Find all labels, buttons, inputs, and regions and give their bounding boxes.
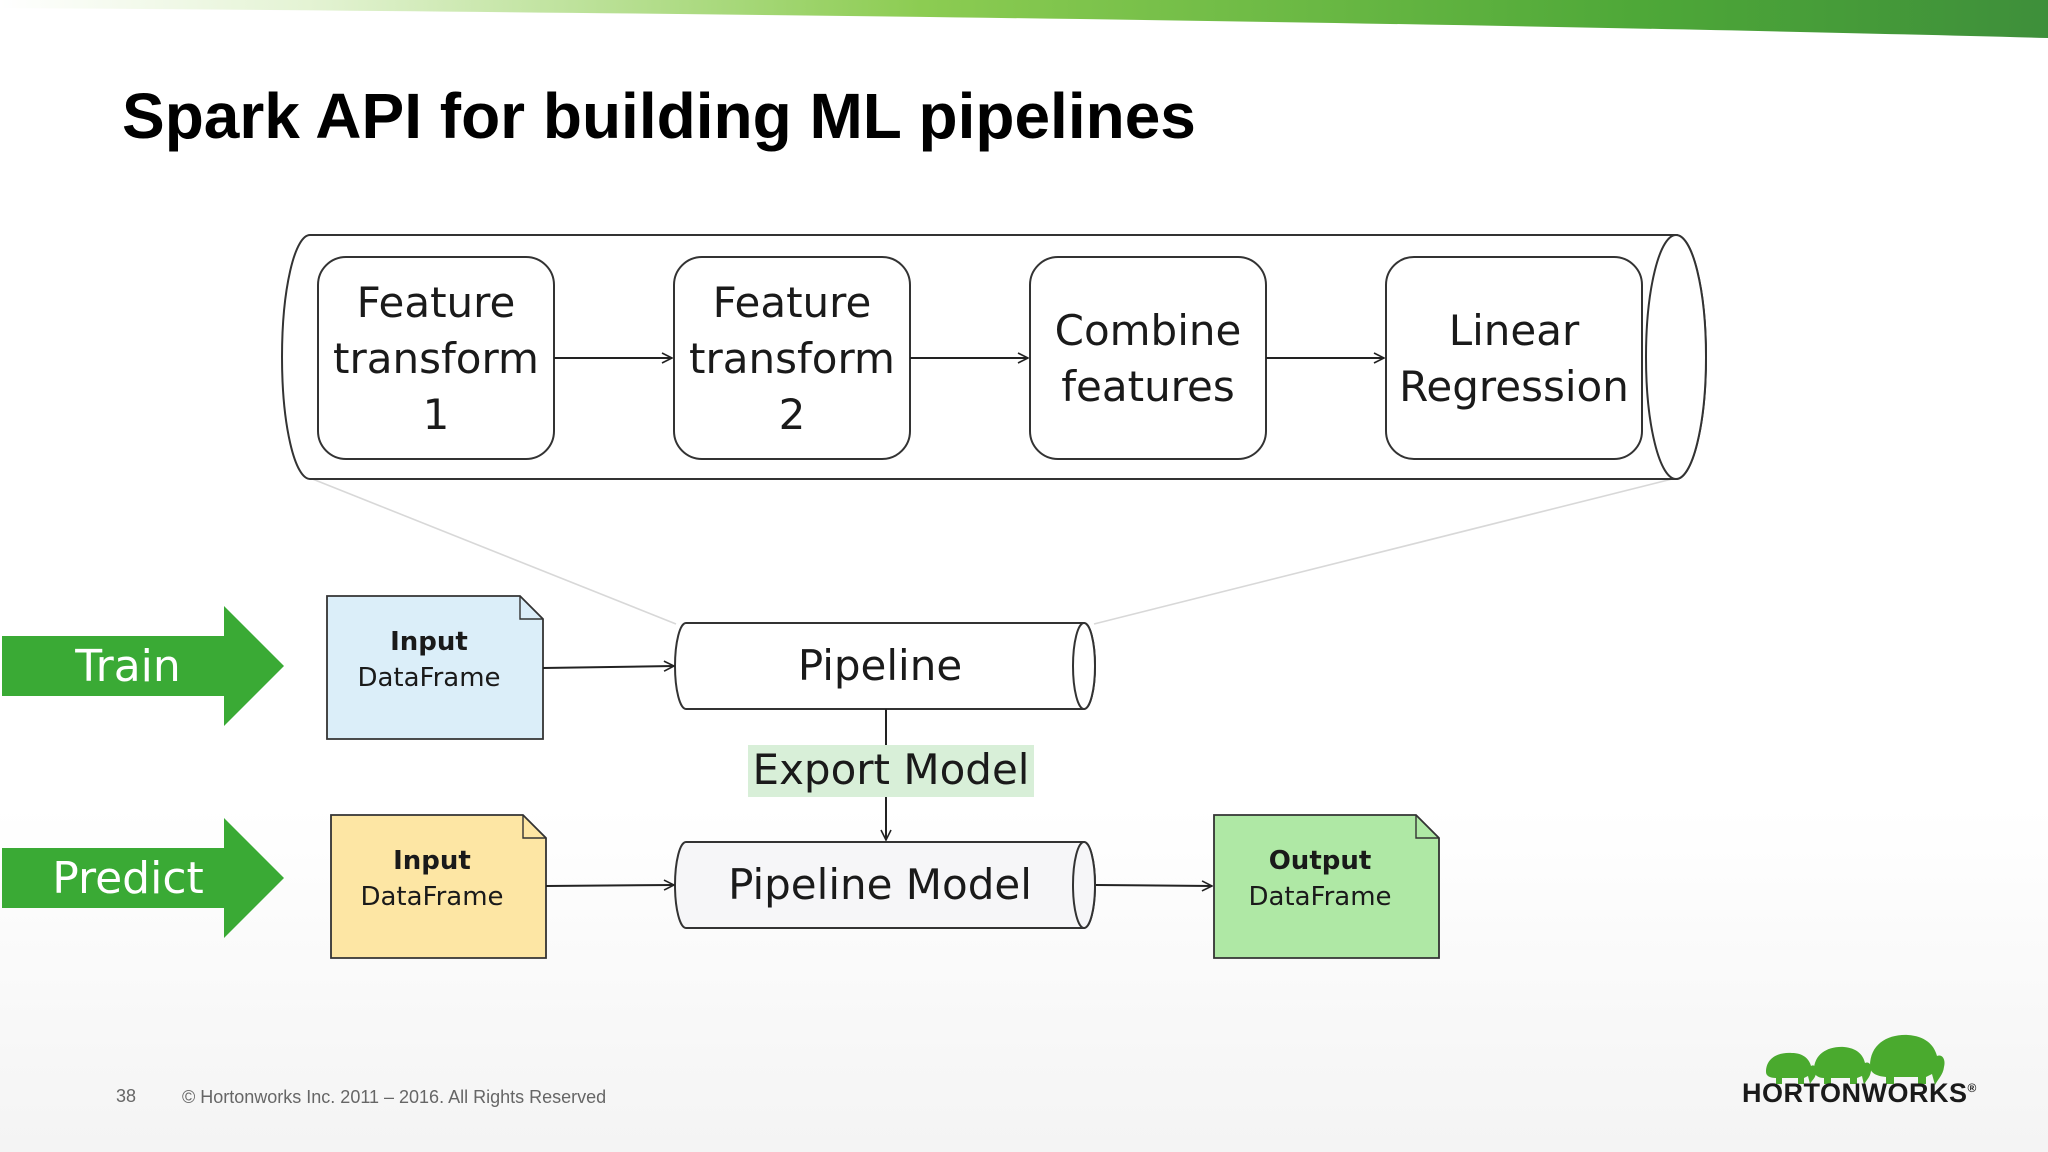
input-title: Input [393, 846, 471, 876]
stage-line: transform [689, 334, 895, 383]
output-title: Output [1269, 846, 1372, 876]
pipeline-model-label: Pipeline Model [728, 860, 1032, 909]
slide-title: Spark API for building ML pipelines [122, 80, 1196, 152]
stage-line: Linear [1449, 306, 1580, 355]
top-accent-bar [0, 0, 2048, 38]
pipeline-node: Pipeline [674, 622, 1096, 710]
pipeline-stage: Combine features [1029, 256, 1267, 460]
predict-input-arrow [545, 885, 674, 886]
pipeline-label: Pipeline [798, 641, 962, 690]
stage-line: transform [333, 334, 539, 383]
output-arrow [1095, 885, 1212, 886]
train-label: Train [74, 641, 181, 692]
logo-text: HORTONWORKS [1742, 1078, 1968, 1108]
predict-label: Predict [52, 853, 204, 904]
export-text: Export Model [753, 745, 1030, 794]
stage-line: Regression [1399, 362, 1629, 411]
output-dataframe: Output DataFrame [1213, 814, 1440, 959]
stage-line: Feature [357, 278, 516, 327]
train-arrow: Train [2, 606, 284, 726]
pipeline-model-node: Pipeline Model [674, 841, 1096, 929]
elephant-herd-logo-icon [1766, 1034, 1945, 1085]
stage-line: Feature [713, 278, 872, 327]
stage-line: 1 [423, 390, 450, 439]
predict-arrow: Predict [2, 818, 284, 938]
pipeline-stage: Feature transform 1 [317, 256, 555, 460]
export-model-label: Export Model [748, 745, 1034, 797]
page-number: 38 [116, 1086, 137, 1106]
input-subtitle: DataFrame [360, 882, 503, 912]
output-subtitle: DataFrame [1248, 882, 1391, 912]
train-input-arrow [542, 666, 674, 668]
stage-line: 2 [779, 390, 806, 439]
copyright-notice: © Hortonworks Inc. 2011 – 2016. All Righ… [182, 1087, 607, 1107]
zoom-line-right [1093, 477, 1677, 625]
predict-input-dataframe: Input DataFrame [330, 814, 547, 959]
zoom-line-left [309, 477, 677, 625]
pipeline-stage: Feature transform 2 [673, 256, 911, 460]
logo-wordmark: HORTONWORKS® [1742, 1078, 1976, 1109]
stage-line: Combine [1055, 306, 1242, 355]
input-subtitle: DataFrame [357, 663, 500, 693]
train-input-dataframe: Input DataFrame [326, 595, 544, 740]
stage-line: features [1061, 362, 1235, 411]
pipeline-stage: Linear Regression [1385, 256, 1643, 460]
registered-mark: ® [1967, 1081, 1977, 1095]
input-title: Input [390, 627, 468, 657]
